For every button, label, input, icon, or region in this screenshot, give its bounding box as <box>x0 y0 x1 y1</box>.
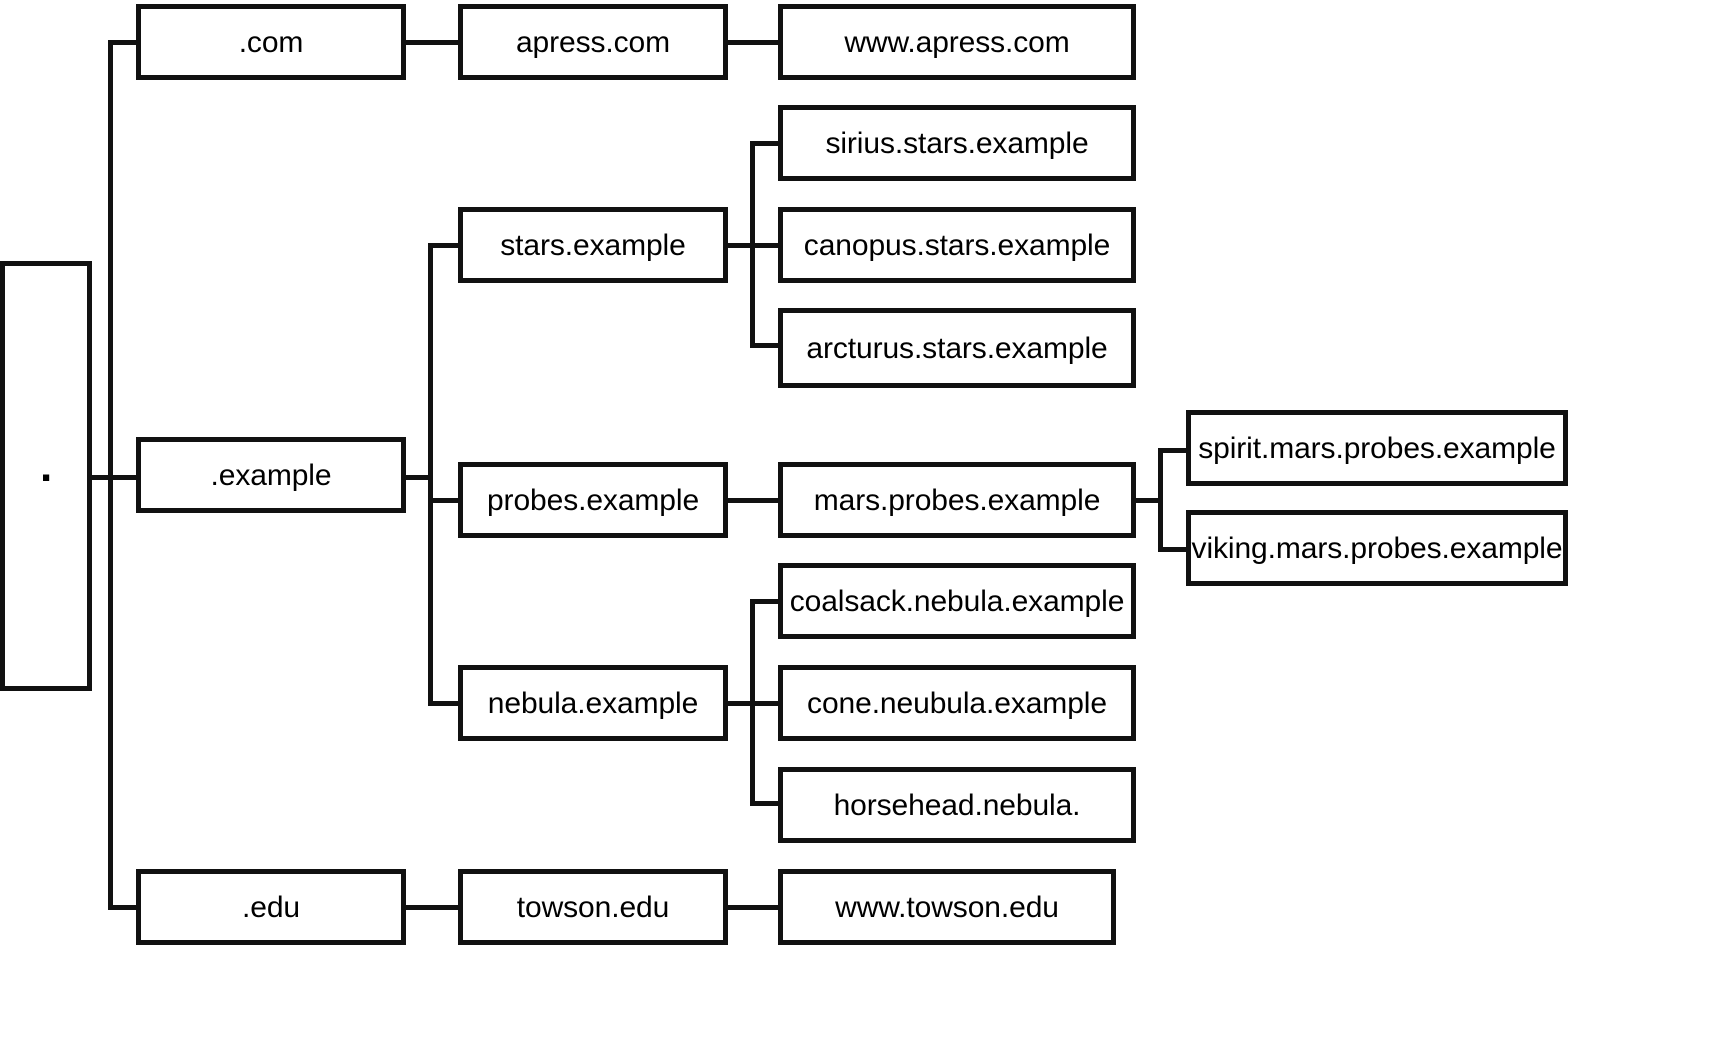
node-apress-com-label: apress.com <box>515 25 671 59</box>
node-viking-mars-probes-example-label: viking.mars.probes.example <box>1191 531 1563 565</box>
node-cone-neubula-example-label: cone.neubula.example <box>807 686 1107 720</box>
node-canopus-stars-example-label: canopus.stars.example <box>803 228 1111 262</box>
edge-towson-to-www-towson <box>724 905 782 910</box>
node-apress-com[interactable]: apress.com <box>458 4 728 80</box>
edge-trunk-to-coalsack <box>750 599 782 604</box>
edge-trunk-to-arcturus <box>750 343 782 348</box>
node-mars-probes-example[interactable]: mars.probes.example <box>778 462 1136 538</box>
node-www-towson-edu-label: www.towson.edu <box>835 890 1059 924</box>
node-probes-example-label: probes.example <box>486 483 700 517</box>
edge-mars-trunk <box>1158 448 1163 552</box>
edge-trunk-to-probes <box>428 498 462 503</box>
node-cone-neubula-example[interactable]: cone.neubula.example <box>778 665 1136 741</box>
node-root-label: . <box>39 441 53 491</box>
node-arcturus-stars-example-label: arcturus.stars.example <box>806 331 1108 365</box>
node-com[interactable]: .com <box>136 4 406 80</box>
node-sirius-stars-example-label: sirius.stars.example <box>825 126 1089 160</box>
edge-edu-to-towson <box>402 905 462 910</box>
node-www-apress-com[interactable]: www.apress.com <box>778 4 1136 80</box>
edge-apress-to-www-apress <box>724 40 782 45</box>
edge-trunk-to-viking <box>1158 547 1190 552</box>
edge-mars-stub <box>1132 498 1162 503</box>
node-arcturus-stars-example[interactable]: arcturus.stars.example <box>778 308 1136 388</box>
node-edu[interactable]: .edu <box>136 869 406 945</box>
node-com-label: .com <box>238 25 304 59</box>
node-example[interactable]: .example <box>136 437 406 513</box>
node-www-towson-edu[interactable]: www.towson.edu <box>778 869 1116 945</box>
node-coalsack-nebula-example[interactable]: coalsack.nebula.example <box>778 563 1136 639</box>
edge-probes-to-mars <box>724 498 782 503</box>
node-horsehead-nebula[interactable]: horsehead.nebula. <box>778 767 1136 843</box>
node-stars-example-label: stars.example <box>500 228 686 262</box>
edge-trunk-to-horsehead <box>750 801 782 806</box>
edge-trunk-to-sirius <box>750 141 782 146</box>
edge-stars-stub <box>724 243 754 248</box>
node-towson-edu-label: towson.edu <box>516 890 670 924</box>
node-stars-example[interactable]: stars.example <box>458 207 728 283</box>
edge-com-to-apress <box>402 40 462 45</box>
node-coalsack-nebula-example-label: coalsack.nebula.example <box>789 584 1125 618</box>
node-edu-label: .edu <box>242 890 300 924</box>
node-spirit-mars-probes-example[interactable]: spirit.mars.probes.example <box>1186 410 1568 486</box>
node-root[interactable]: . <box>0 261 92 691</box>
node-probes-example[interactable]: probes.example <box>458 462 728 538</box>
node-canopus-stars-example[interactable]: canopus.stars.example <box>778 207 1136 283</box>
edge-trunk-to-stars <box>428 243 462 248</box>
node-viking-mars-probes-example[interactable]: viking.mars.probes.example <box>1186 510 1568 586</box>
node-sirius-stars-example[interactable]: sirius.stars.example <box>778 105 1136 181</box>
edge-trunk-to-cone <box>750 701 782 706</box>
edge-example-stub <box>402 475 432 480</box>
edge-trunk-to-spirit <box>1158 448 1190 453</box>
node-example-label: .example <box>210 458 332 492</box>
edge-trunk-to-com <box>108 40 140 45</box>
node-nebula-example[interactable]: nebula.example <box>458 665 728 741</box>
node-nebula-example-label: nebula.example <box>487 686 699 720</box>
edge-trunk-to-edu <box>108 905 140 910</box>
node-www-apress-com-label: www.apress.com <box>844 25 1070 59</box>
edge-trunk-to-example <box>108 475 140 480</box>
node-towson-edu[interactable]: towson.edu <box>458 869 728 945</box>
edge-trunk-to-canopus <box>750 243 782 248</box>
edge-nebula-stub <box>724 701 754 706</box>
edge-trunk-to-nebula <box>428 701 462 706</box>
node-spirit-mars-probes-example-label: spirit.mars.probes.example <box>1198 431 1556 465</box>
node-horsehead-nebula-label: horsehead.nebula. <box>833 788 1081 822</box>
node-mars-probes-example-label: mars.probes.example <box>813 483 1101 517</box>
edge-example-trunk <box>428 243 433 705</box>
